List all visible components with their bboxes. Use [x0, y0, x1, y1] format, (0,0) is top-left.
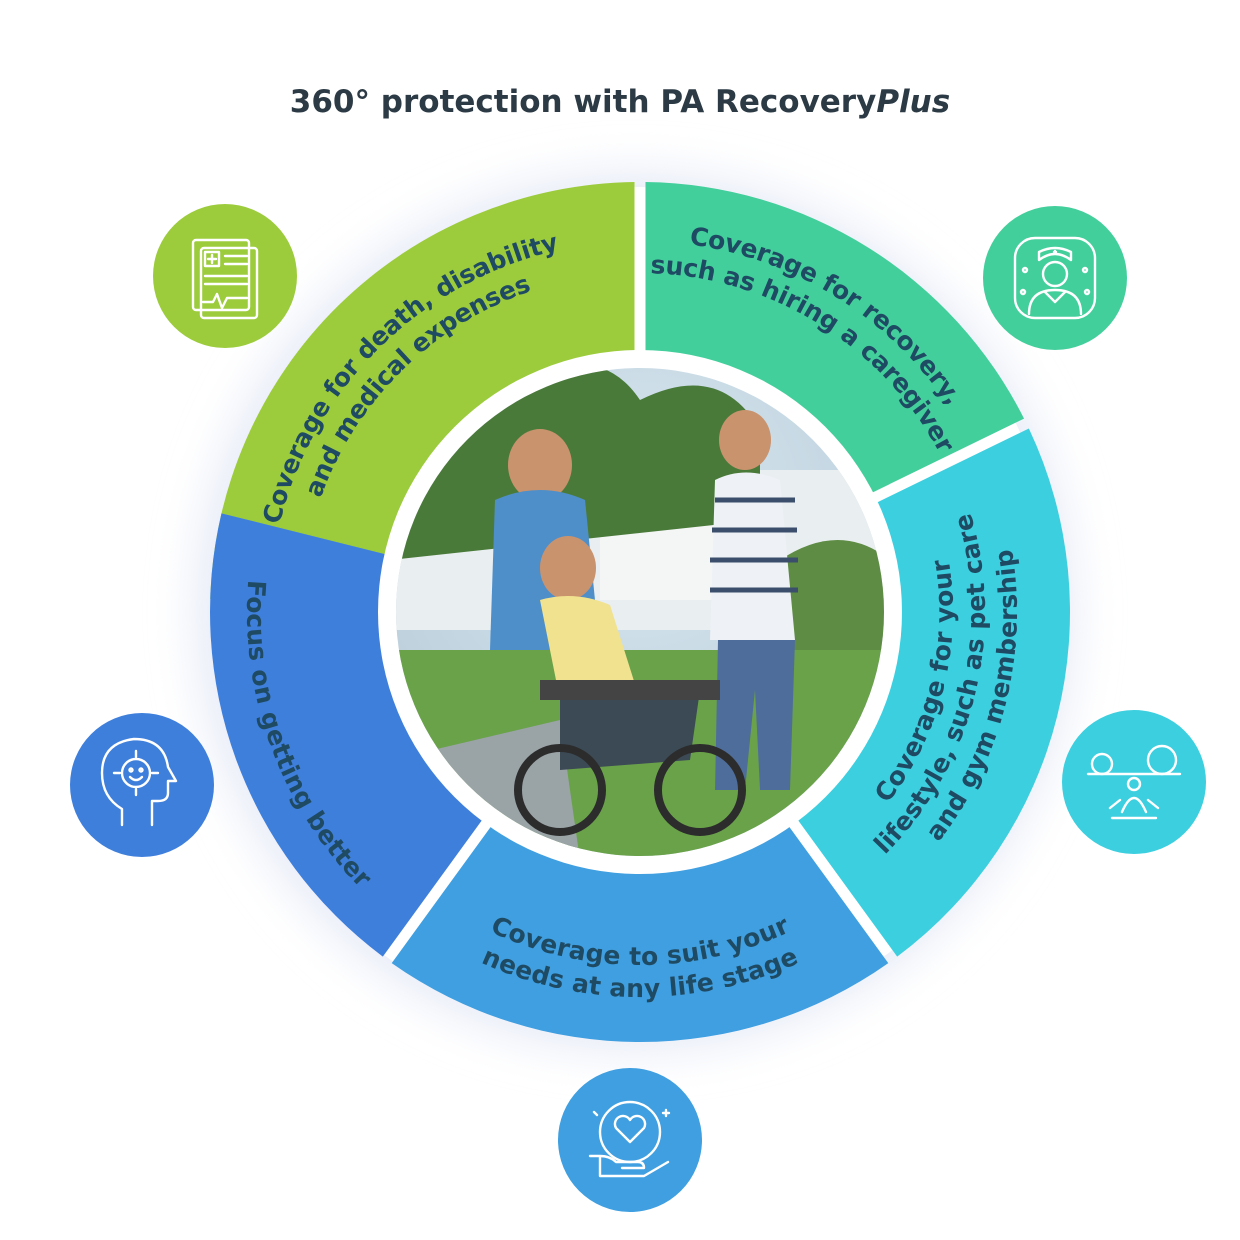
segment-shape [209, 513, 489, 957]
icon-glyph [588, 1100, 671, 1178]
icon-badge [983, 206, 1127, 350]
icon-glyph [1086, 744, 1182, 820]
icon-glyph [1013, 236, 1097, 320]
icon-circles [70, 204, 1206, 1212]
segment-shape [210, 182, 635, 603]
heart-in-hand-icon [558, 1068, 702, 1212]
nurse-icon [983, 206, 1127, 350]
segment-shape [791, 428, 1070, 957]
medical-report-icon [153, 204, 297, 348]
icon-glyph [191, 238, 259, 320]
segment-shape [391, 817, 889, 1042]
segment-getting-better: Focus on getting better [209, 513, 489, 957]
icon-badge [1062, 710, 1206, 854]
icon-badge [558, 1068, 702, 1212]
icon-glyph [100, 737, 178, 827]
segment-shape [645, 182, 1025, 498]
title-italic: Plus [876, 84, 951, 120]
balance-meditation-icon [1062, 710, 1206, 854]
page-title: 360° protection with PA RecoveryPlus [0, 84, 1240, 120]
title-main: 360° protection with PA Recovery [289, 84, 877, 120]
happy-mind-icon [70, 713, 214, 857]
